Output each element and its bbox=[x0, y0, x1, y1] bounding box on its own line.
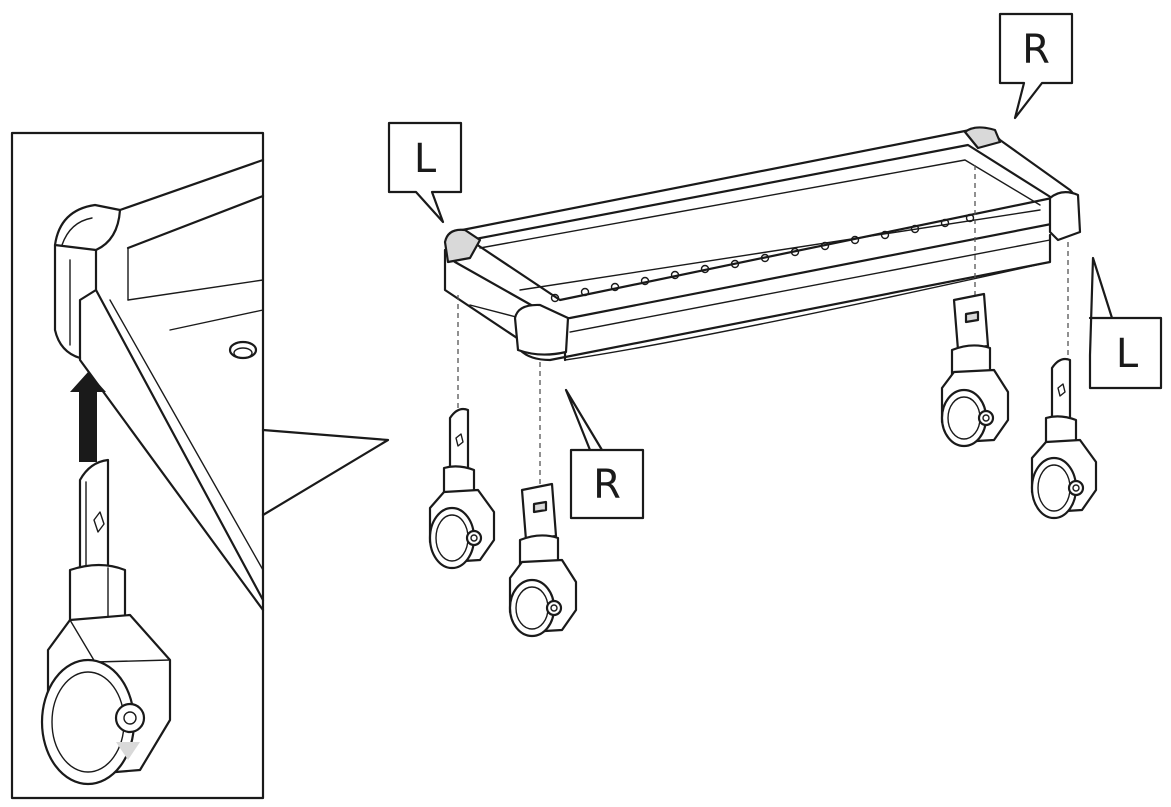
inset-tray-corner bbox=[53, 158, 265, 612]
callout-l-right: L bbox=[1088, 256, 1163, 390]
corner-cap-back-left bbox=[443, 228, 482, 264]
callout-label: R bbox=[593, 462, 621, 508]
inset-pointer bbox=[261, 428, 390, 517]
caster-left-rear bbox=[428, 407, 496, 570]
alignment-guides bbox=[457, 165, 1069, 488]
callout-label: L bbox=[414, 136, 437, 182]
corner-cap-front-right bbox=[1048, 191, 1082, 242]
corner-cap-back-right bbox=[963, 126, 1002, 150]
callout-r-top-right: R bbox=[998, 12, 1074, 120]
caster-right-front bbox=[508, 482, 578, 638]
inset-caster bbox=[40, 458, 172, 786]
caster-right-rear bbox=[940, 292, 1010, 448]
caster-left-front bbox=[1030, 357, 1098, 520]
callout-label: L bbox=[1116, 331, 1139, 377]
callout-l-top-left: L bbox=[387, 121, 463, 224]
arrow-up-icon bbox=[70, 372, 106, 462]
callout-r-bottom: R bbox=[564, 388, 645, 520]
inset-hole bbox=[228, 340, 258, 360]
callout-label: R bbox=[1022, 27, 1050, 73]
corner-cap-front-left bbox=[513, 303, 570, 356]
tray bbox=[443, 126, 1082, 362]
tray-hole-row bbox=[550, 213, 975, 303]
detail-inset bbox=[10, 131, 390, 800]
